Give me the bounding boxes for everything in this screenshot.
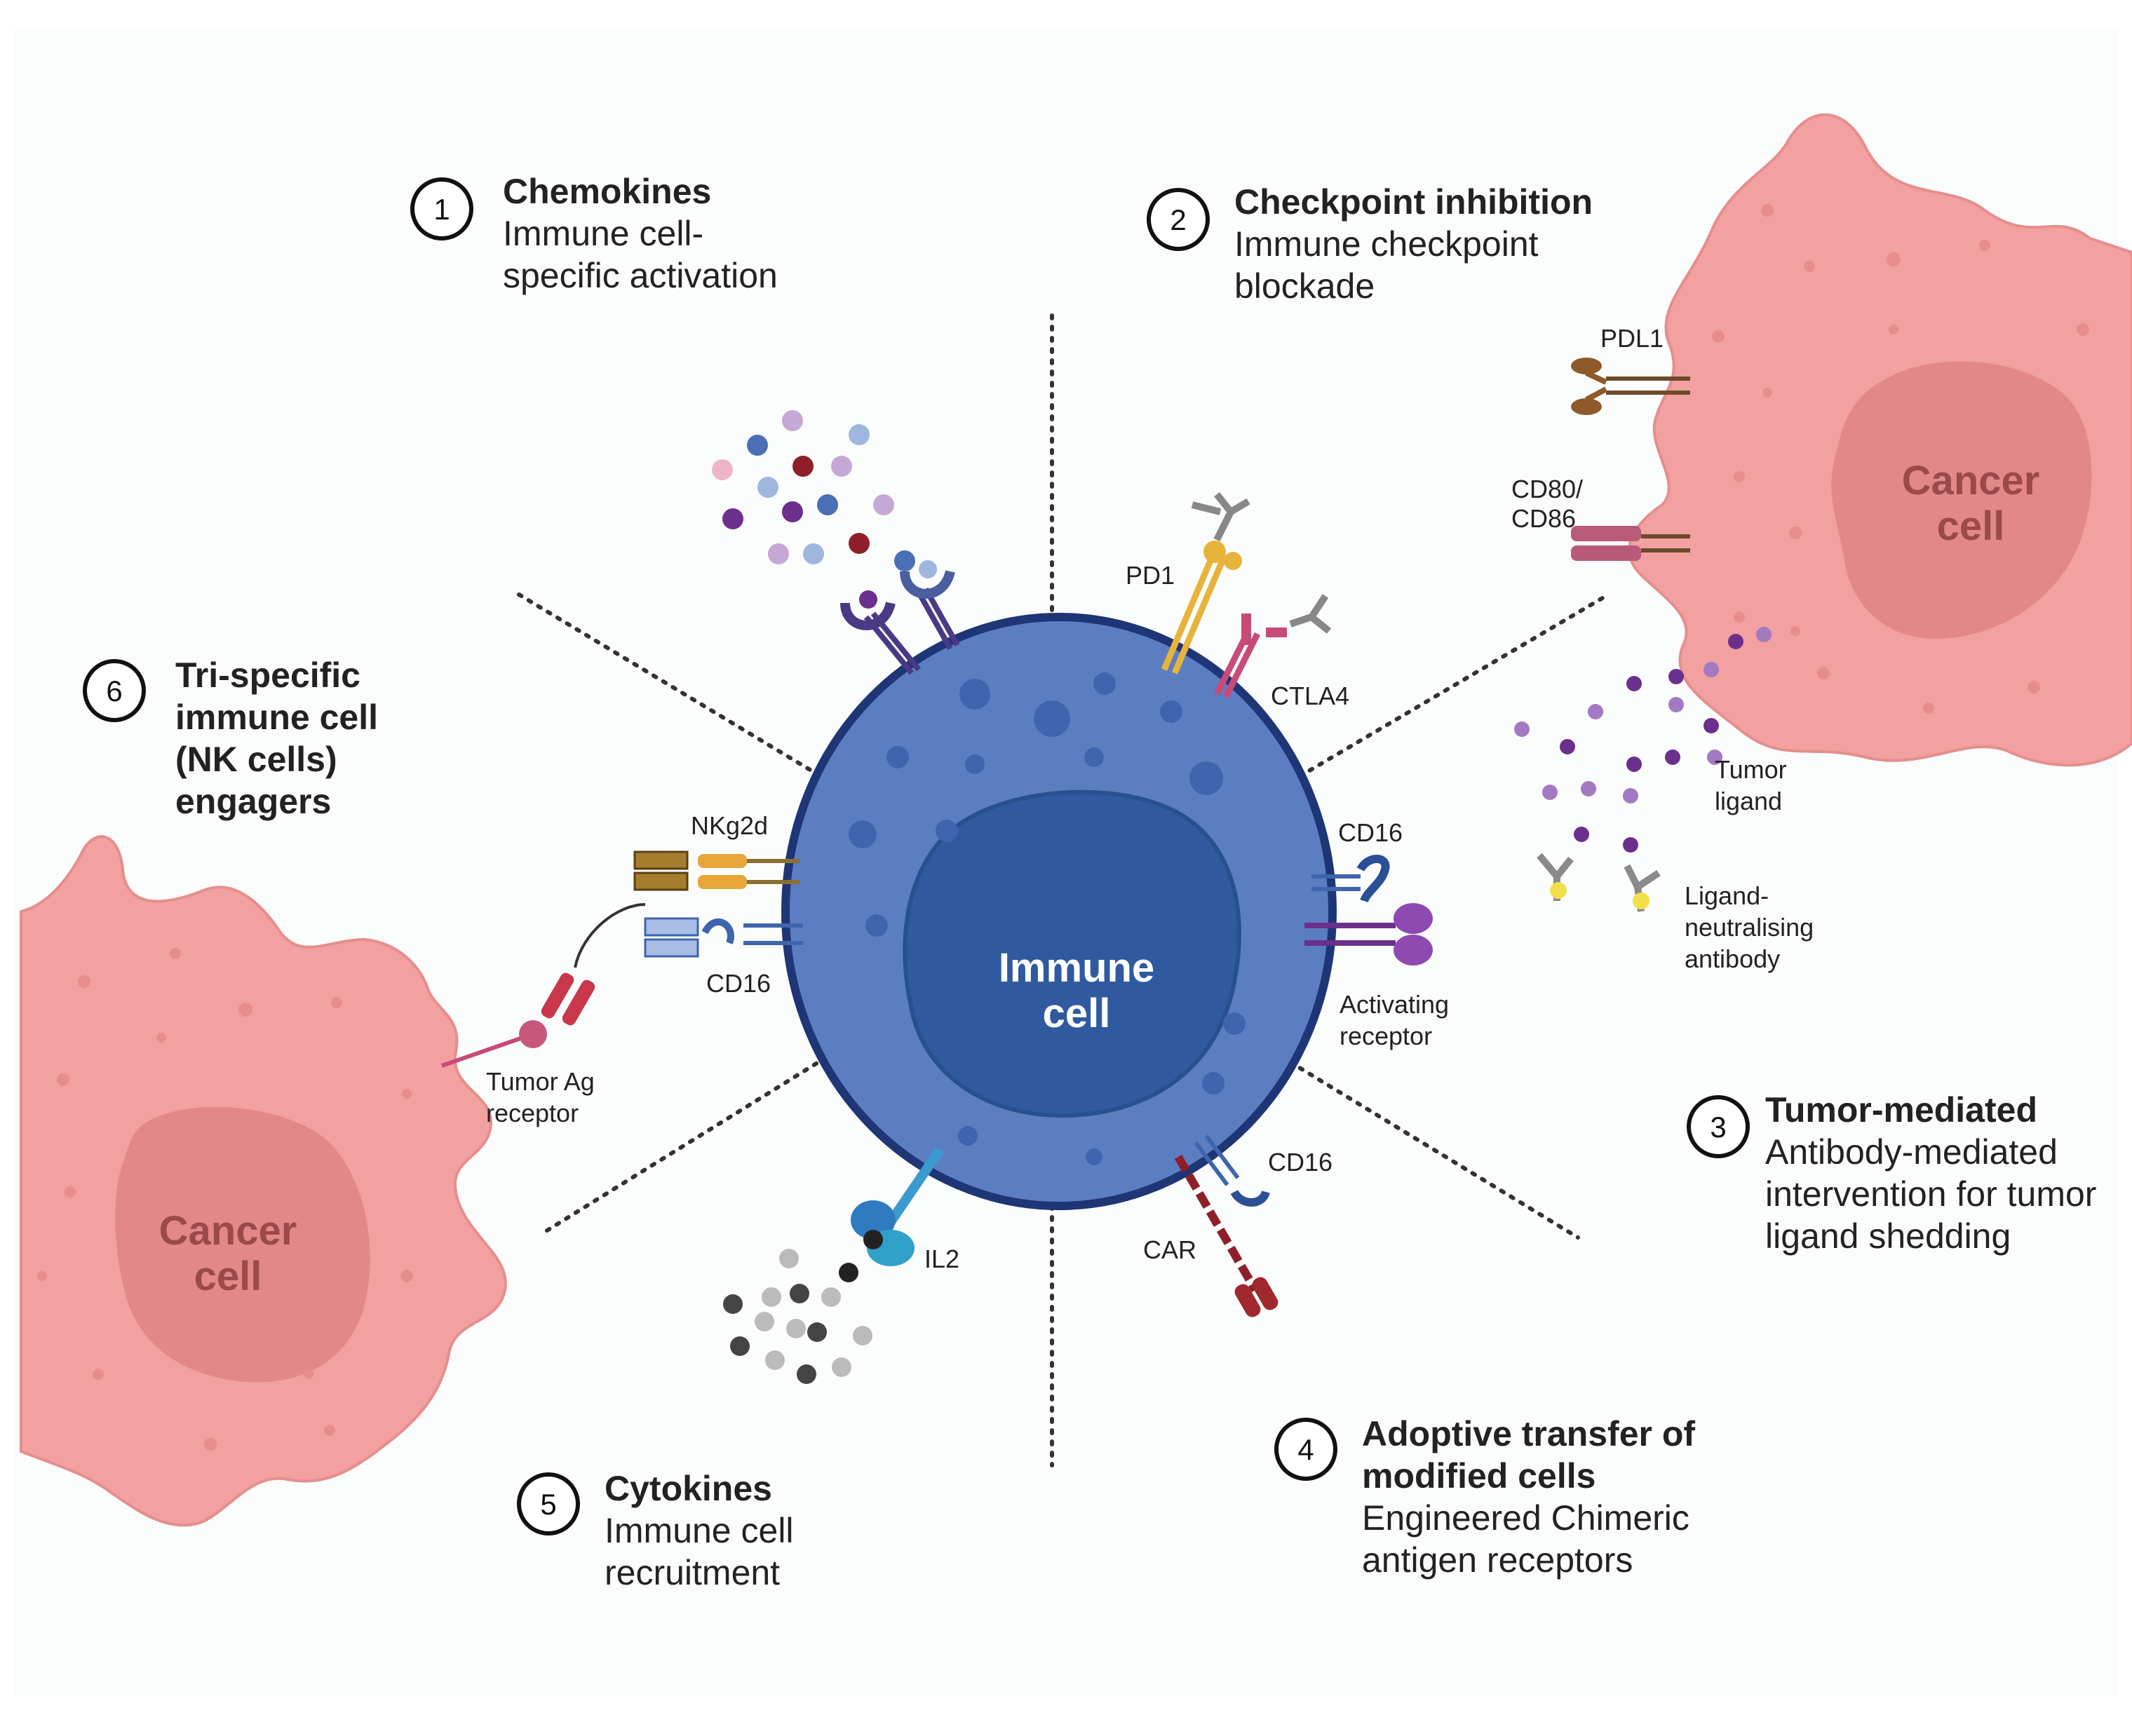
section-4-line-2: antigen receptors: [1362, 1540, 1633, 1580]
label-cd16-bottom: CD16: [1268, 1148, 1332, 1176]
section-1-badge: [410, 177, 473, 240]
section-3-tumor-mediated: 3 Tumor-mediated Antibody-mediated inter…: [1687, 1090, 2096, 1256]
section-2-number: 2: [1170, 203, 1186, 236]
tumor-ligand-particles: [1514, 627, 1772, 853]
label-cd16-right: CD16: [1338, 818, 1403, 847]
section-4-title-2: modified cells: [1362, 1456, 1595, 1496]
label-nkg2d: NKg2d: [691, 811, 768, 840]
trispecific-engager: [441, 850, 803, 1068]
section-5-cytokines: 5 Cytokines Immune cell recruitment: [517, 1469, 794, 1592]
section-3-line-1: Antibody-mediated: [1765, 1132, 2058, 1172]
section-2-badge: [1147, 188, 1210, 251]
label-pd1: PD1: [1126, 561, 1175, 590]
section-1-number: 1: [433, 193, 450, 226]
activating-receptor: [1304, 903, 1433, 965]
pd1-receptor: [1161, 491, 1250, 674]
section-2-line-1: Immune checkpoint: [1234, 224, 1539, 264]
section-4-adoptive-transfer: 4 Adoptive transfer of modified cells En…: [1274, 1414, 1695, 1580]
cd80-cd86-ligand: [1571, 526, 1690, 561]
label-tumor-ligand-2: ligand: [1715, 787, 1782, 815]
section-3-title: Tumor-mediated: [1765, 1090, 2037, 1130]
label-activating-2: receptor: [1340, 1022, 1432, 1050]
immune-cell-label-2: cell: [1043, 991, 1111, 1036]
section-6-title-3: (NK cells): [175, 740, 337, 779]
section-2-line-2: blockade: [1234, 266, 1375, 306]
section-4-badge: [1274, 1418, 1337, 1481]
label-tumor-ag-2: receptor: [486, 1099, 579, 1127]
section-5-line-1: Immune cell: [605, 1511, 794, 1550]
section-6-title-1: Tri-specific: [175, 656, 360, 695]
cancer-cell-left-dots: [37, 948, 413, 1451]
cancer-cell-left-label-1: Cancer: [159, 1208, 297, 1254]
car-receptor: [1174, 1154, 1278, 1317]
section-4-title-1: Adoptive transfer of: [1362, 1414, 1695, 1453]
immune-cell-vesicles: [849, 672, 1246, 1165]
divider-upper-right: [1288, 594, 1608, 784]
divider-lower-left: [545, 1057, 826, 1233]
immune-cell: Immune cell: [781, 613, 1337, 1210]
section-1-chemokines: 1 Chemokines Immune cell- specific activ…: [410, 172, 778, 295]
label-pdl1: PDL1: [1600, 324, 1664, 353]
cytokine-particles: [723, 1249, 872, 1384]
section-5-title: Cytokines: [605, 1469, 772, 1508]
section-1-line-1: Immune cell-: [503, 214, 703, 253]
label-il2: IL2: [924, 1245, 959, 1273]
pdl1-ligand: [1571, 358, 1690, 415]
ligand-neutralising-antibodies: [1537, 853, 1661, 912]
ctla4-receptor: [1213, 594, 1332, 699]
cd16-right-receptor: [1311, 855, 1390, 903]
section-3-line-3: ligand shedding: [1765, 1216, 2011, 1256]
section-6-trispecific: 6 Tri-specific immune cell (NK cells) en…: [83, 656, 378, 821]
immune-cell-label-1: Immune: [999, 945, 1154, 991]
cancer-cell-right-label-1: Cancer: [1902, 458, 2040, 503]
label-car: CAR: [1143, 1235, 1196, 1264]
molecule-labels: PDL1 CD80/ CD86 PD1 CTLA4 CD16 Tumor lig…: [486, 324, 1814, 1273]
immune-cell-nucleus: [903, 789, 1241, 1118]
cancer-cell-left: Cancer cell: [20, 835, 507, 1527]
section-5-number: 5: [540, 1488, 556, 1521]
label-cd80-2: CD86: [1511, 504, 1576, 533]
section-5-line-2: recruitment: [605, 1553, 780, 1592]
section-2-title: Checkpoint inhibition: [1234, 182, 1593, 222]
section-2-checkpoint: 2 Checkpoint inhibition Immune checkpoin…: [1147, 182, 1593, 306]
label-activating-1: Activating: [1340, 990, 1449, 1019]
cancer-cell-left-label-2: cell: [194, 1254, 262, 1299]
divider-lines: [517, 313, 1608, 1467]
cancer-cell-left-nucleus: [115, 1106, 370, 1383]
chemokine-receptors: [840, 560, 960, 675]
label-cd80-1: CD80/: [1511, 475, 1583, 503]
cancer-cell-right-label-2: cell: [1937, 503, 2005, 549]
divider-upper-left: [517, 592, 826, 780]
label-lna-2: neutralising: [1685, 913, 1814, 942]
section-4-number: 4: [1297, 1433, 1314, 1466]
cancer-cell-right-dots: [1712, 204, 2089, 714]
il2-receptor: [851, 1147, 944, 1266]
section-3-line-2: intervention for tumor: [1765, 1174, 2096, 1214]
label-tumor-ag-1: Tumor Ag: [486, 1067, 595, 1096]
section-3-badge: [1687, 1095, 1750, 1158]
label-tumor-ligand-1: Tumor: [1715, 755, 1787, 784]
cd16-bottom-receptor: [1194, 1134, 1270, 1207]
divider-lower-right: [1288, 1060, 1580, 1240]
section-3-number: 3: [1710, 1111, 1726, 1144]
label-lna-1: Ligand-: [1685, 881, 1769, 910]
section-4-line-1: Engineered Chimeric: [1362, 1498, 1689, 1538]
section-6-number: 6: [106, 674, 122, 707]
cancer-cell-right: Cancer cell: [1628, 113, 2132, 767]
label-lna-3: antibody: [1685, 944, 1780, 973]
label-cd16-left: CD16: [706, 969, 771, 998]
section-6-title-4: engagers: [175, 782, 331, 821]
section-1-line-2: specific activation: [503, 256, 778, 295]
cancer-cell-right-nucleus: [1831, 361, 2092, 639]
chemokine-particles: [712, 410, 915, 571]
section-1-title: Chemokines: [503, 172, 711, 211]
section-5-badge: [517, 1472, 580, 1535]
label-ctla4: CTLA4: [1271, 681, 1349, 710]
section-6-badge: [83, 659, 146, 722]
section-6-title-2: immune cell: [175, 698, 378, 737]
